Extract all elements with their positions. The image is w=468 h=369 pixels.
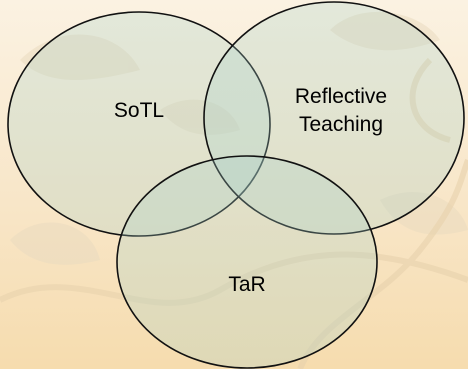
reflective-teaching-circle [203, 1, 465, 235]
sotl-label: SoTL [114, 99, 164, 122]
tar-label: TaR [228, 273, 265, 296]
tar-circle [116, 155, 378, 369]
reflective-teaching-label-line: Reflective [295, 85, 387, 108]
venn-circles [7, 1, 465, 369]
leaf-decoration-background [10, 11, 468, 265]
reflective-teaching-label-line: Teaching [299, 113, 383, 136]
tar-label-line: TaR [228, 273, 265, 296]
sotl-label-line: SoTL [114, 99, 164, 122]
sotl-circle [7, 11, 271, 237]
